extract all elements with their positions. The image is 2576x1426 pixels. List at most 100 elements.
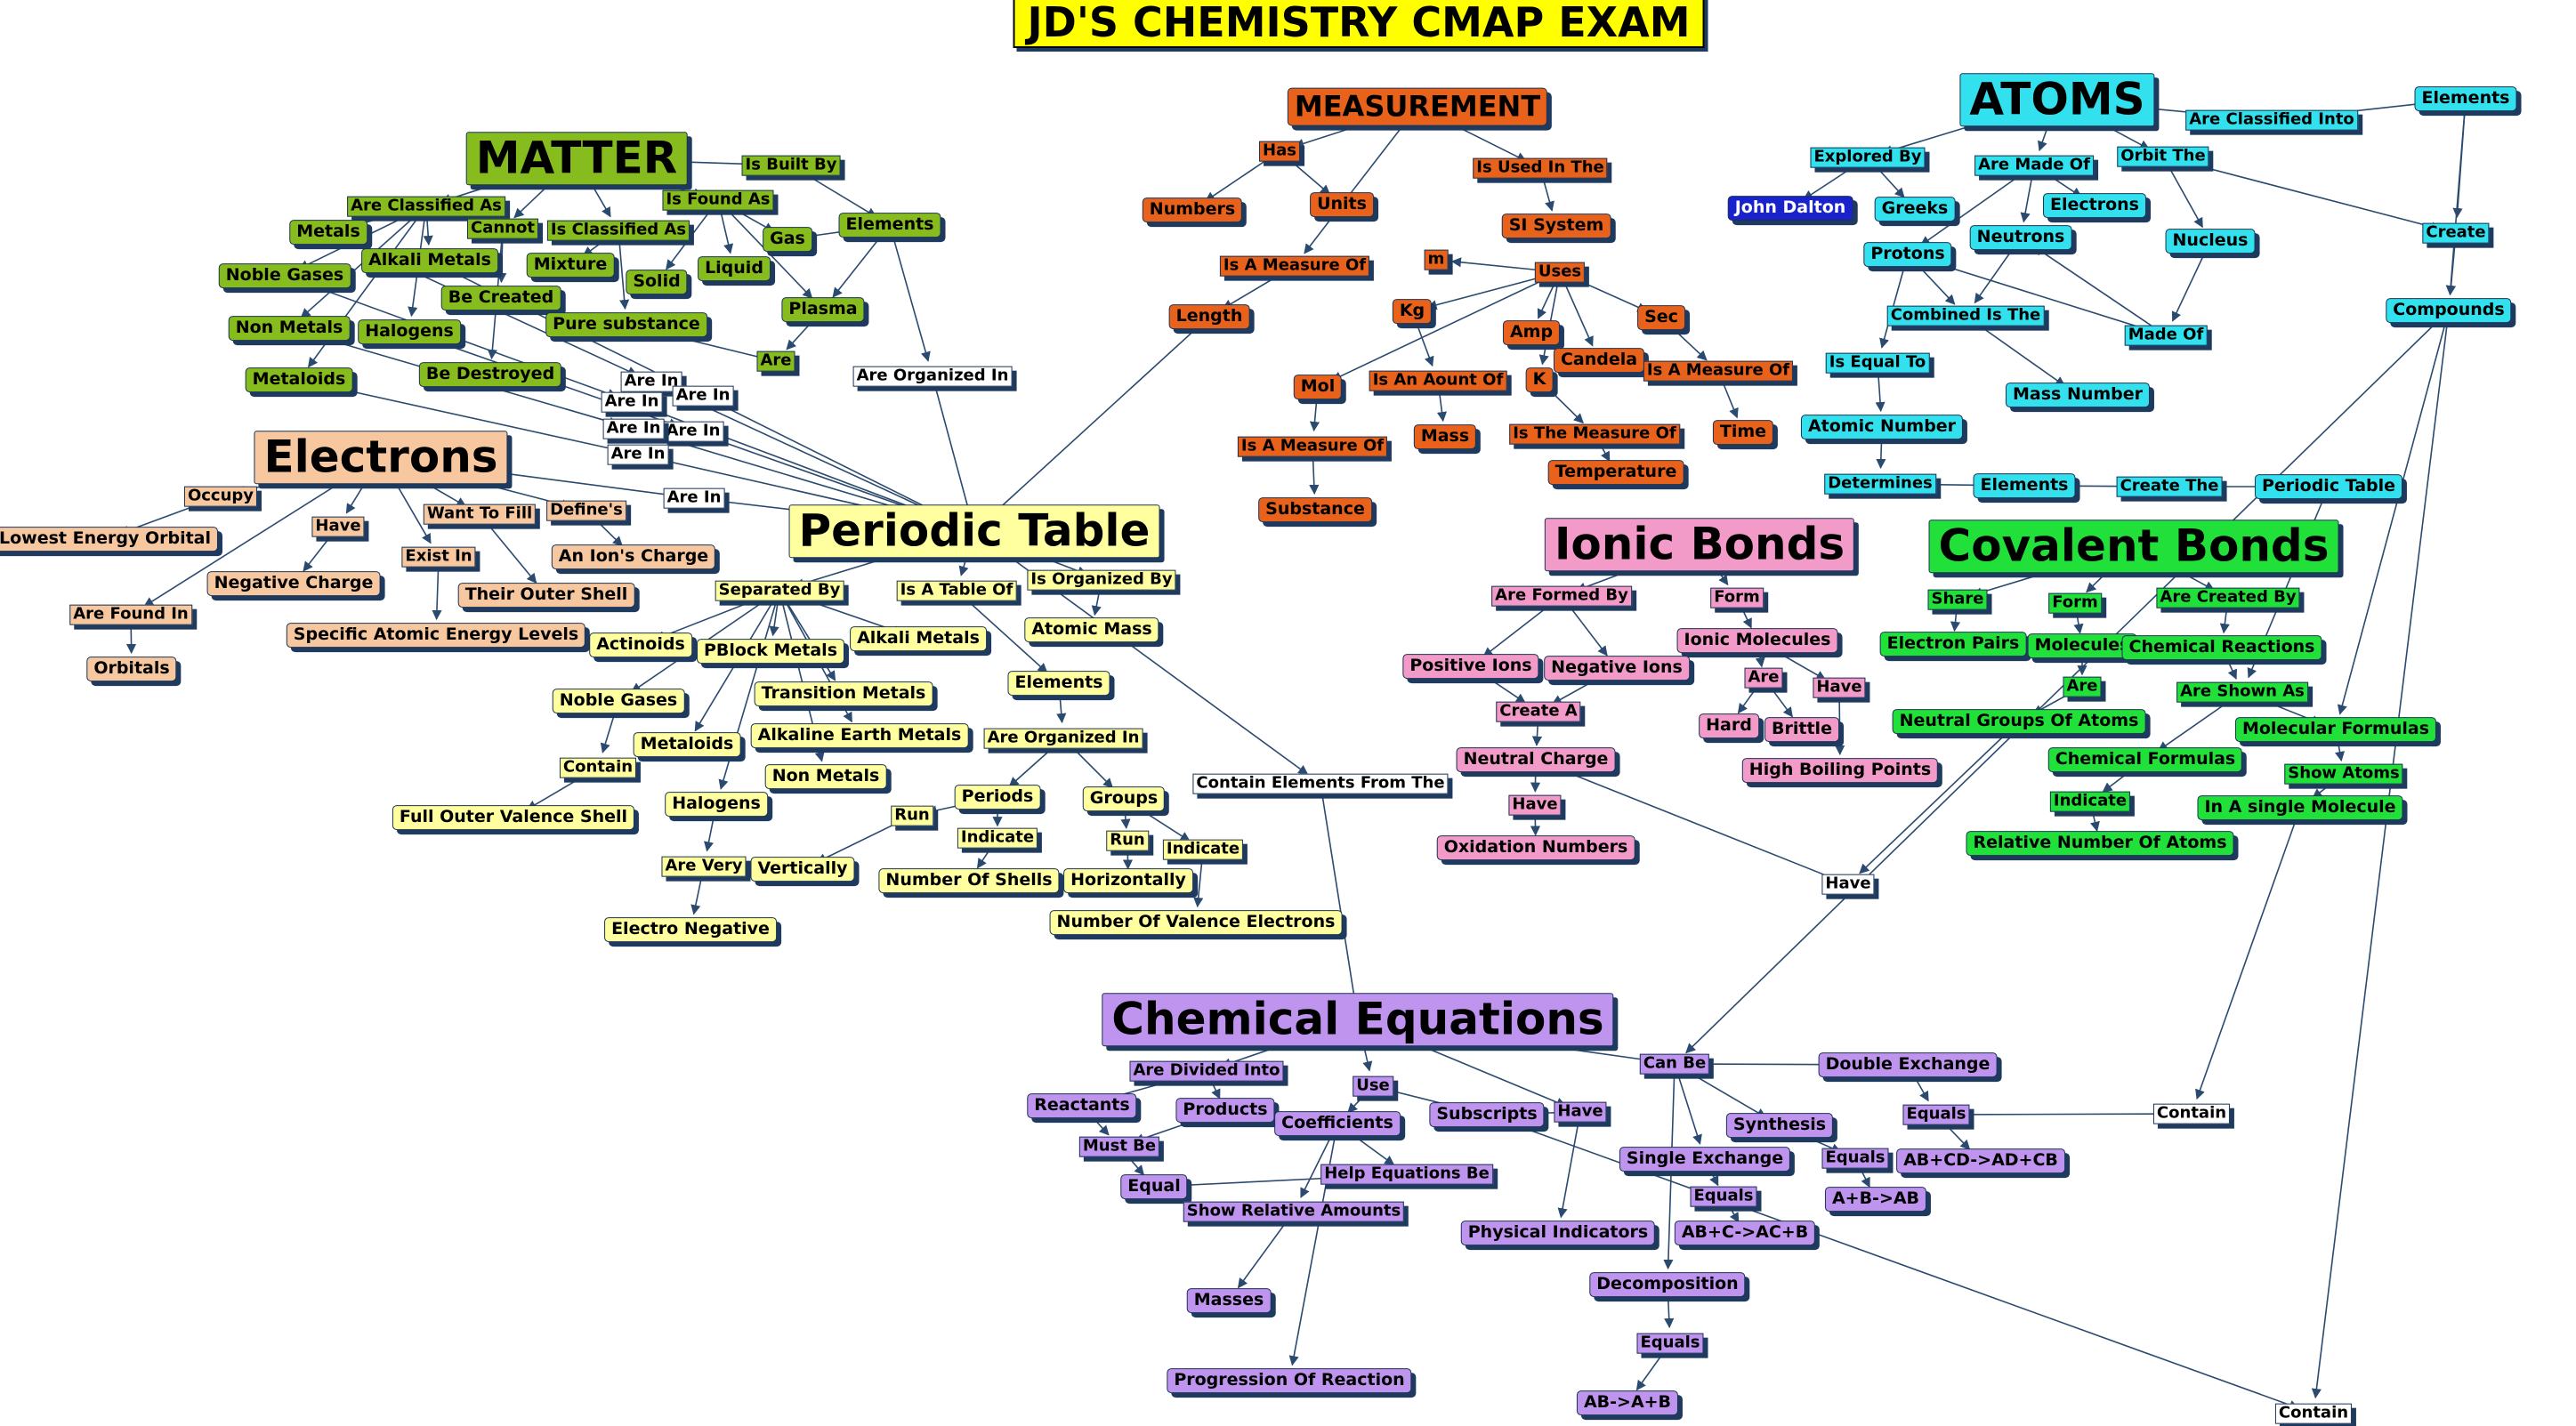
node-formC[interactable]: Form [2048,592,2102,614]
node-haveLink[interactable]: Have [1821,874,1875,895]
node-areVery[interactable]: Are Very [661,856,747,877]
node-areC[interactable]: Are [2063,676,2102,697]
node-electronsA[interactable]: Electrons [2043,193,2146,218]
node-indicateP1[interactable]: Indicate [957,827,1038,849]
node-createA[interactable]: Create A [1496,701,1581,722]
node-halogensM[interactable]: Halogens [358,319,461,344]
node-isUsedInThe[interactable]: Is Used In The [1473,157,1608,179]
node-k[interactable]: K [1525,367,1554,392]
node-nobleGasesP[interactable]: Noble Gases [552,689,685,713]
node-areIn4[interactable]: Are In [662,421,724,442]
node-alkalineEarth[interactable]: Alkaline Earth Metals [750,723,969,748]
node-areFormedBy[interactable]: Are Formed By [1491,585,1632,607]
node-metalsM[interactable]: Metals [289,220,367,245]
node-abcacb[interactable]: AB+C->AC+B [1674,1221,1816,1245]
node-elementsM[interactable]: Elements [838,213,941,238]
node-nucleus[interactable]: Nucleus [2165,229,2256,254]
node-candela[interactable]: Candela [1553,348,1645,373]
node-showAtoms[interactable]: Show Atoms [2284,763,2403,785]
node-exploredBy[interactable]: Explored By [1810,147,1926,168]
node-hard[interactable]: Hard [1699,713,1759,738]
node-brittle[interactable]: Brittle [1764,717,1839,742]
node-haveEq[interactable]: Have [1554,1101,1607,1123]
node-liquid[interactable]: Liquid [698,256,771,281]
node-elementsA2[interactable]: Elements [1973,473,2076,498]
node-beDestroyed[interactable]: Be Destroyed [418,362,562,387]
node-has[interactable]: Has [1259,141,1300,162]
node-createThe[interactable]: Create The [2116,476,2223,497]
node-isOrganizedBy[interactable]: Is Organized By [1027,569,1176,591]
node-areOrganizedInTop[interactable]: Are Organized In [852,366,1013,387]
node-mustBe[interactable]: Must Be [1078,1136,1160,1157]
node-isAnAountOf[interactable]: Is An Aount Of [1369,370,1507,391]
node-separatedBy[interactable]: Separated By [715,580,844,601]
node-abab[interactable]: AB->A+B [1576,1390,1679,1415]
node-areI[interactable]: Are [1744,667,1783,689]
node-relativeNumber[interactable]: Relative Number Of Atoms [1966,831,2234,856]
node-groups[interactable]: Groups [1082,786,1166,811]
node-progression[interactable]: Progression Of Reaction [1167,1368,1412,1393]
node-m[interactable]: m [1424,249,1449,270]
node-equalsSE[interactable]: Equals [1690,1186,1757,1207]
node-elementsA[interactable]: Elements [2414,86,2517,111]
node-runP[interactable]: Run [891,805,933,826]
node-anIonsCharge[interactable]: An Ion's Charge [551,544,716,569]
node-atomicNumber[interactable]: Atomic Number [1800,415,1964,439]
node-areMadeOf[interactable]: Are Made Of [1974,155,2094,176]
node-combinedIsThe[interactable]: Combined Is The [1886,305,2045,326]
node-alkaliMetalsM[interactable]: Alkali Metals [361,248,498,273]
node-ionicMolecules[interactable]: Ionic Molecules [1676,628,1838,653]
node-areIn7[interactable]: Are In [663,487,725,509]
node-isTheMeasureOf[interactable]: Is The Measure Of [1509,423,1680,445]
node-johnDalton[interactable]: John Dalton [1727,196,1853,221]
node-sec[interactable]: Sec [1637,305,1685,330]
node-areDividedInto[interactable]: Are Divided Into [1129,1060,1284,1082]
node-measurement[interactable]: MEASUREMENT [1287,87,1548,126]
node-equalsD[interactable]: Equals [1902,1104,1970,1125]
node-helpEquationsBe[interactable]: Help Equations Be [1320,1164,1493,1185]
node-products[interactable]: Products [1175,1098,1275,1123]
node-areShownAs[interactable]: Are Shown As [2176,681,2308,703]
node-temperature[interactable]: Temperature [1547,460,1684,485]
node-pureSubstance[interactable]: Pure substance [545,312,707,337]
node-wantToFill[interactable]: Want To Fill [423,504,537,525]
node-haveI[interactable]: Have [1813,677,1866,698]
node-horizontally[interactable]: Horizontally [1063,868,1193,893]
node-isClassifiedAs[interactable]: Is Classified As [546,220,690,241]
node-electroNegative[interactable]: Electro Negative [604,917,777,942]
node-pblock[interactable]: PBlock Metals [696,639,845,664]
node-transitionMetals[interactable]: Transition Metals [754,681,933,706]
node-periodicTableA[interactable]: Periodic Table [2254,474,2403,499]
node-fullOuterValenceShell[interactable]: Full Outer Valence Shell [392,805,635,830]
node-numbers[interactable]: Numbers [1142,197,1243,222]
node-areIn5[interactable]: Are In [602,418,665,439]
node-areClassifiedAs[interactable]: Are Classified As [347,196,505,217]
node-orbitals[interactable]: Orbitals [86,657,177,681]
node-indicateC[interactable]: Indicate [2049,791,2131,812]
node-masses[interactable]: Masses [1186,1288,1272,1313]
node-nonMetalsM[interactable]: Non Metals [228,316,351,341]
node-haveI2[interactable]: Have [1508,794,1562,816]
node-isEqualTo[interactable]: Is Equal To [1825,352,1930,374]
node-doubleExchange[interactable]: Double Exchange [1818,1052,1998,1077]
node-uses[interactable]: Uses [1534,262,1586,283]
node-periodicTable[interactable]: Periodic Table [788,504,1160,558]
node-nonMetalsP[interactable]: Non Metals [764,764,887,789]
node-madeOf[interactable]: Made Of [2124,325,2208,346]
node-isATableOf[interactable]: Is A Table Of [896,580,1017,601]
node-showRelativeAmounts[interactable]: Show Relative Amounts [1183,1201,1405,1222]
node-canBe[interactable]: Can Be [1639,1053,1710,1075]
node-vertically[interactable]: Vertically [750,857,855,882]
node-theirOuterShell[interactable]: Their Outer Shell [457,583,635,608]
node-ionicBonds[interactable]: Ionic Bonds [1544,518,1855,571]
node-equal[interactable]: Equal [1120,1174,1188,1199]
node-mol[interactable]: Mol [1293,375,1343,399]
node-negativeIons[interactable]: Negative Ions [1544,656,1690,681]
node-neutrons[interactable]: Neutrons [1969,225,2072,250]
node-isFoundAs[interactable]: Is Found As [662,189,774,211]
node-cannot[interactable]: Cannot [467,218,538,239]
node-contain1[interactable]: Contain [2152,1103,2231,1124]
node-containElementsFromThe[interactable]: Contain Elements From The [1192,773,1449,794]
node-highBoilingPoints[interactable]: High Boiling Points [1741,758,1939,783]
node-substance[interactable]: Substance [1258,497,1372,522]
